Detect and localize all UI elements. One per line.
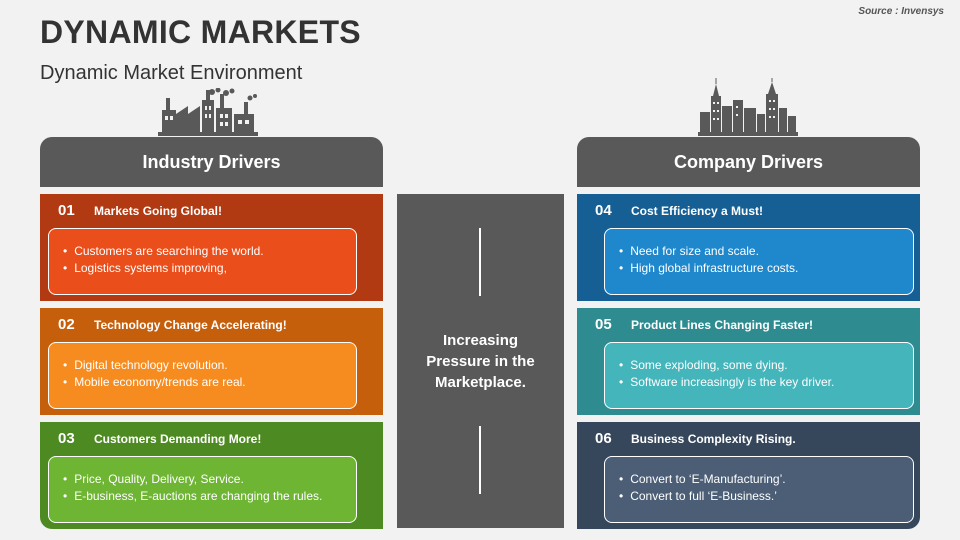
center-pressure-panel: Increasing Pressure in the Marketplace. — [397, 194, 564, 528]
card-title: Customers Demanding More! — [94, 432, 262, 446]
driver-card-03: 03 Customers Demanding More! Price, Qual… — [40, 422, 383, 529]
card-title: Business Complexity Rising. — [631, 432, 796, 446]
company-drivers-header: Company Drivers — [577, 137, 920, 187]
bullet-item: Price, Quality, Delivery, Service. — [63, 471, 356, 488]
card-title: Product Lines Changing Faster! — [631, 318, 814, 332]
center-text: Increasing Pressure in the Marketplace. — [426, 332, 535, 391]
bullet-item: Software increasingly is the key driver. — [619, 374, 913, 391]
bullet-item: Convert to full ‘E-Business.’ — [619, 488, 913, 505]
card-number: 03 — [58, 430, 75, 447]
driver-card-04: 04 Cost Efficiency a Must! Need for size… — [577, 194, 920, 301]
factory-icon — [158, 88, 258, 136]
source-note: Source : Invensys — [858, 6, 944, 17]
card-title: Markets Going Global! — [94, 204, 223, 218]
card-number: 04 — [595, 202, 612, 219]
bullet-item: Convert to ‘E-Manufacturing’. — [619, 471, 913, 488]
card-number: 06 — [595, 430, 612, 447]
bullet-item: Mobile economy/trends are real. — [63, 374, 356, 391]
driver-card-02: 02 Technology Change Accelerating! Digit… — [40, 308, 383, 415]
card-bullets: Customers are searching the world. Logis… — [48, 228, 357, 295]
card-title: Technology Change Accelerating! — [94, 318, 287, 332]
card-number: 02 — [58, 316, 75, 333]
card-bullets: Price, Quality, Delivery, Service. E-bus… — [48, 456, 357, 523]
divider-line — [479, 228, 481, 296]
bullet-item: Some exploding, some dying. — [619, 357, 913, 374]
driver-card-06: 06 Business Complexity Rising. Convert t… — [577, 422, 920, 529]
card-bullets: Digital technology revolution. Mobile ec… — [48, 342, 357, 409]
bullet-item: Logistics systems improving, — [63, 260, 356, 277]
card-number: 05 — [595, 316, 612, 333]
industry-drivers-header: Industry Drivers — [40, 137, 383, 187]
card-title: Cost Efficiency a Must! — [631, 204, 764, 218]
bullet-item: Need for size and scale. — [619, 243, 913, 260]
driver-card-01: 01 Markets Going Global! Customers are s… — [40, 194, 383, 301]
card-bullets: Convert to ‘E-Manufacturing’. Convert to… — [604, 456, 914, 523]
city-skyline-icon — [698, 78, 798, 136]
card-number: 01 — [58, 202, 75, 219]
driver-card-05: 05 Product Lines Changing Faster! Some e… — [577, 308, 920, 415]
page-title: DYNAMIC MARKETS — [40, 14, 361, 50]
bullet-item: E-business, E-auctions are changing the … — [63, 488, 356, 505]
bullet-item: Customers are searching the world. — [63, 243, 356, 260]
bullet-item: High global infrastructure costs. — [619, 260, 913, 277]
divider-line — [479, 426, 481, 494]
bullet-item: Digital technology revolution. — [63, 357, 356, 374]
card-bullets: Some exploding, some dying. Software inc… — [604, 342, 914, 409]
page-subtitle: Dynamic Market Environment — [40, 62, 303, 84]
card-bullets: Need for size and scale. High global inf… — [604, 228, 914, 295]
